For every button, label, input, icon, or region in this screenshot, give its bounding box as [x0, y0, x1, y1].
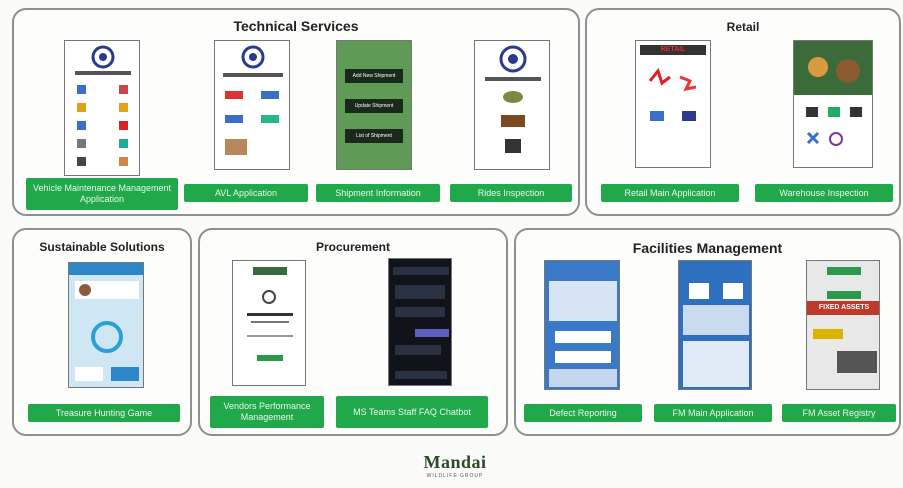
procurement-title: Procurement — [315, 240, 391, 254]
warehouse-inspection-screen — [793, 40, 873, 168]
facilities-management-title: Facilities Management — [632, 240, 783, 256]
treasure-hunt-screen-art — [69, 263, 143, 381]
mandai-logo-text: Mandai — [423, 452, 487, 472]
fm-asset-registry-screen-art — [813, 267, 877, 373]
warehouse-inspection-button[interactable]: Warehouse Inspection — [755, 184, 893, 202]
vendor-performance-screen — [232, 260, 306, 386]
shipment-information-button[interactable]: Shipment Information — [316, 184, 440, 202]
technical-services-title: Technical Services — [233, 18, 359, 34]
vendor-performance-button[interactable]: Vendors Performance Management — [210, 396, 324, 428]
fm-asset-registry-screen: FIXED ASSETS — [806, 260, 880, 390]
defect-reporting-button[interactable]: Defect Reporting — [524, 404, 642, 422]
fm-assets-banner: FIXED ASSETS — [807, 301, 879, 315]
avl-screen — [214, 40, 290, 170]
retail-main-button[interactable]: Retail Main Application — [601, 184, 739, 202]
vendor-performance-screen-art — [247, 267, 293, 361]
procurement-panel: Procurement Vendors Performance Manageme… — [198, 228, 508, 436]
retail-main-screen-art — [648, 67, 697, 121]
rides-inspection-screen-art — [485, 45, 541, 153]
fm-asset-registry-button[interactable]: FM Asset Registry — [782, 404, 896, 422]
retail-title: Retail — [726, 20, 760, 34]
facilities-management-panel: Facilities Management FIXED ASSETS Defec… — [514, 228, 901, 436]
mandai-logo: Mandai WILDLIFE GROUP — [410, 452, 500, 479]
shipment-add-label: Add New Shipment — [345, 69, 403, 83]
retail-main-screen: RETAIL — [635, 40, 711, 168]
vehicle-maintenance-button[interactable]: Vehicle Maintenance Management Applicati… — [26, 178, 178, 210]
fm-main-screen-art — [683, 283, 749, 387]
defect-reporting-screen — [544, 260, 620, 390]
avl-screen-art — [223, 45, 283, 155]
sustainable-solutions-title: Sustainable Solutions — [39, 240, 165, 254]
treasure-hunting-button[interactable]: Treasure Hunting Game — [28, 404, 180, 422]
technical-services-panel: Technical Services Add New Shipment Upda… — [12, 8, 580, 216]
retail-banner: RETAIL — [640, 45, 706, 55]
ms-teams-chatbot-button[interactable]: MS Teams Staff FAQ Chatbot — [336, 396, 488, 428]
defect-reporting-screen-art — [549, 281, 617, 387]
retail-panel: Retail RETAIL Retail Main Application Wa… — [585, 8, 901, 216]
fm-main-application-button[interactable]: FM Main Application — [654, 404, 772, 422]
staff-faq-chatbot-screen — [388, 258, 452, 386]
shipment-screen: Add New Shipment Update Shipment List of… — [336, 40, 412, 170]
treasure-hunt-screen — [68, 262, 144, 388]
sustainable-solutions-panel: Sustainable Solutions Treasure Hunting G… — [12, 228, 192, 436]
mandai-logo-subtext: WILDLIFE GROUP — [426, 473, 484, 479]
rides-inspection-screen — [474, 40, 550, 170]
shipment-update-label: Update Shipment — [345, 99, 403, 113]
vehicle-maintenance-screen-art — [75, 45, 131, 166]
shipment-list-label: List of Shipment — [345, 129, 403, 143]
warehouse-inspection-screen-art — [794, 41, 872, 146]
rides-inspection-button[interactable]: Rides Inspection — [450, 184, 572, 202]
staff-faq-chatbot-screen-art — [393, 267, 449, 379]
avl-application-button[interactable]: AVL Application — [184, 184, 308, 202]
fm-main-screen — [678, 260, 752, 390]
vehicle-maintenance-screen — [64, 40, 140, 176]
